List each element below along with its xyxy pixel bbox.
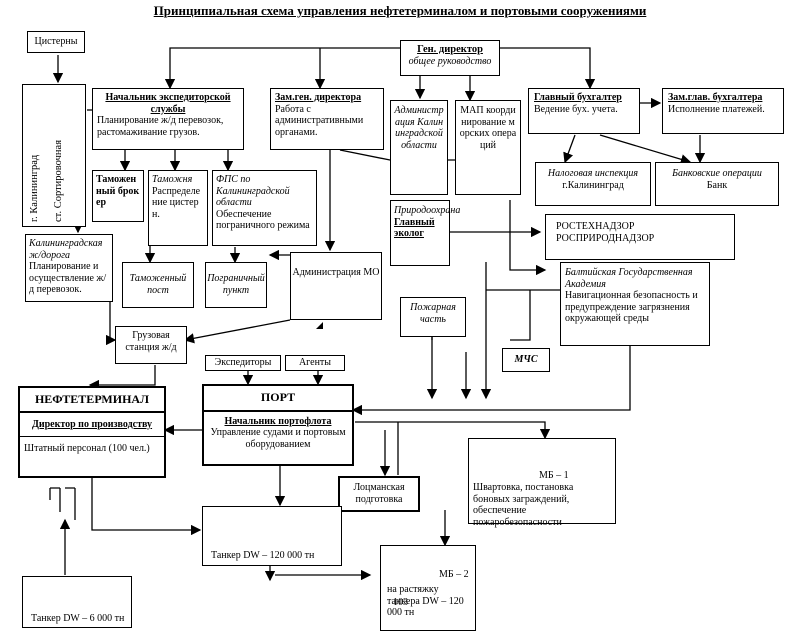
diagram-title: Принципиальная схема управления нефтетер… <box>153 3 647 18</box>
gen-director-title: Ген. директор <box>417 44 483 55</box>
bank-box: Банковские операции Банк <box>655 162 779 206</box>
kaliningrad-station-name: ст. Сортировочная <box>53 139 64 222</box>
railway-text: Планирование и осуществление ж/д перевоз… <box>29 261 107 295</box>
ecologist-box: Природоохрана Главный эколог <box>390 200 461 266</box>
mb2-box: МБ – 2 на растяжку танкера DW – 120 000 … <box>380 545 476 631</box>
fps-text: Обеспечение пограничного режима <box>216 208 310 232</box>
oil-terminal-director: Директор по производству <box>20 413 164 437</box>
mb1-box: МБ – 1 Швартовка, постановка боновых заг… <box>468 438 616 528</box>
gen-director-box: Ген. директор общее руководство <box>400 40 500 76</box>
mb2-text: на растяжку танкера DW – 120 000 тн <box>387 584 464 618</box>
regional-admin-box: Администрация Калининградской области <box>390 100 448 195</box>
port-title: ПОРТ <box>204 386 352 412</box>
fire-box: Пожарная часть <box>400 297 466 337</box>
tanks-box: Цистерны <box>27 31 85 53</box>
rostech-line-1: РОСТЕХНАДЗОР <box>556 221 635 232</box>
fps-box: ФПС по Калининградской области Обеспечен… <box>212 170 317 246</box>
border-point-box: Пограничный пункт <box>205 262 267 308</box>
baltic-academy-title: Балтийская Государственная Академия <box>565 267 693 290</box>
forwarders-box: Экспедиторы <box>205 355 281 371</box>
admin-mo-box: Администрация МО <box>290 252 382 320</box>
deputy-accountant-text: Исполнение платежей. <box>668 103 765 115</box>
agents-box: Агенты <box>285 355 345 371</box>
fire-text: Пожарная часть <box>410 302 456 325</box>
agents-text: Агенты <box>298 357 332 368</box>
railway-box: Калининградская ж/дорога Планирование и … <box>25 234 113 302</box>
port-head: Начальник портофлота <box>224 415 332 427</box>
customs-post-text: Таможенный пост <box>129 273 187 296</box>
rostech-line-2: РОСПРИРОДНАДЗОР <box>556 232 655 244</box>
baltic-academy-box: Балтийская Государственная Академия Нави… <box>560 262 710 346</box>
baltic-academy-text: Навигационная безопасность и предупрежде… <box>565 290 698 324</box>
deputy-director-box: Зам.ген. директора Работа с администрати… <box>270 88 384 150</box>
gen-director-sub: общее руководство <box>408 55 492 67</box>
rostech-box: РОСТЕХНАДЗОР РОСПРИРОДНАДЗОР <box>545 214 735 260</box>
expedition-head-title: Начальник экспедиторской службы <box>105 92 231 115</box>
kaliningrad-station-box: г. Калининград ст. Сортировочная <box>22 84 86 227</box>
border-point-text: Пограничный пункт <box>207 273 265 296</box>
deputy-director-text: Работа с административными органами. <box>275 103 364 138</box>
admin-mo-text: Администрация МО <box>292 267 380 278</box>
tanker-small-box: Танкер DW – 6 000 тн <box>22 576 132 628</box>
customs-post-box: Таможенный пост <box>122 262 194 308</box>
mchs-box: МЧС <box>502 348 550 372</box>
tax-box: Налоговая инспекция г.Калининград <box>535 162 651 206</box>
mb1-text: Швартовка, постановка боновых заграждени… <box>473 482 574 528</box>
tax-title: Налоговая инспекция <box>547 168 639 179</box>
bank-text: Банк <box>706 179 728 191</box>
customs-broker-box: Таможенный брокер <box>92 170 144 222</box>
chief-accountant-box: Главный бухгалтер Ведение бух. учета. <box>528 88 640 134</box>
tanker-small-text: Танкер DW – 6 000 тн <box>31 613 125 624</box>
expedition-head-text: Планирование ж/д перевозок, растомаживан… <box>97 115 224 138</box>
pilot-text: Лоцманская подготовка <box>353 482 405 505</box>
map-box: МАП координирование морских операций <box>455 100 521 195</box>
expedition-head-box: Начальник экспедиторской службы Планиров… <box>92 88 244 150</box>
railway-title: Калининградская ж/дорога <box>29 238 103 261</box>
fps-title: ФПС по Калининградской области <box>216 174 290 208</box>
chief-accountant-title: Главный бухгалтер <box>534 92 622 103</box>
oil-terminal-box: НЕФТЕТЕРМИНАЛ Директор по производству Ш… <box>18 386 166 478</box>
deputy-accountant-box: Зам.глав. бухгалтера Исполнение платежей… <box>662 88 784 134</box>
ecologist-text: Главный эколог <box>394 216 435 240</box>
port-text: Управление судами и портовым оборудовани… <box>210 427 346 450</box>
customs-text: Распределение цистерн. <box>152 185 201 220</box>
customs-box: Таможня Распределение цистерн. <box>148 170 208 246</box>
oil-terminal-staff: Штатный персонал (100 чел.) <box>24 443 150 454</box>
mchs-text: МЧС <box>514 354 538 365</box>
tax-text: г.Калининград <box>562 179 624 191</box>
deputy-accountant-title: Зам.глав. бухгалтера <box>668 92 763 103</box>
mb1-title: МБ – 1 <box>539 470 569 481</box>
regional-admin-text: Администрация Калининградской области <box>394 105 444 151</box>
mb2-title: МБ – 2 <box>439 569 469 580</box>
chief-accountant-text: Ведение бух. учета. <box>534 103 618 115</box>
tanks-label: Цистерны <box>34 36 78 47</box>
customs-broker-text: Таможенный брокер <box>96 174 140 208</box>
forwarders-text: Экспедиторы <box>214 357 272 368</box>
map-text: МАП координирование морских операций <box>459 105 517 151</box>
ecologist-title: Природоохрана <box>394 205 461 216</box>
page-number: 103 <box>393 597 408 608</box>
cargo-station-text: Грузовая станция ж/д <box>125 330 177 353</box>
deputy-director-title: Зам.ген. директора <box>275 92 362 103</box>
cargo-station-box: Грузовая станция ж/д <box>115 326 187 364</box>
oil-terminal-title: НЕФТЕТЕРМИНАЛ <box>20 388 164 413</box>
customs-title: Таможня <box>152 174 193 185</box>
tanker-big-box: Танкер DW – 120 000 тн <box>202 506 342 566</box>
tanker-big-text: Танкер DW – 120 000 тн <box>211 550 315 561</box>
bank-title: Банковские операции <box>672 168 762 179</box>
kaliningrad-station-city: г. Калининград <box>29 154 40 222</box>
port-box: ПОРТ Начальник портофлота Управление суд… <box>202 384 354 466</box>
pilot-box: Лоцманская подготовка <box>338 476 420 512</box>
